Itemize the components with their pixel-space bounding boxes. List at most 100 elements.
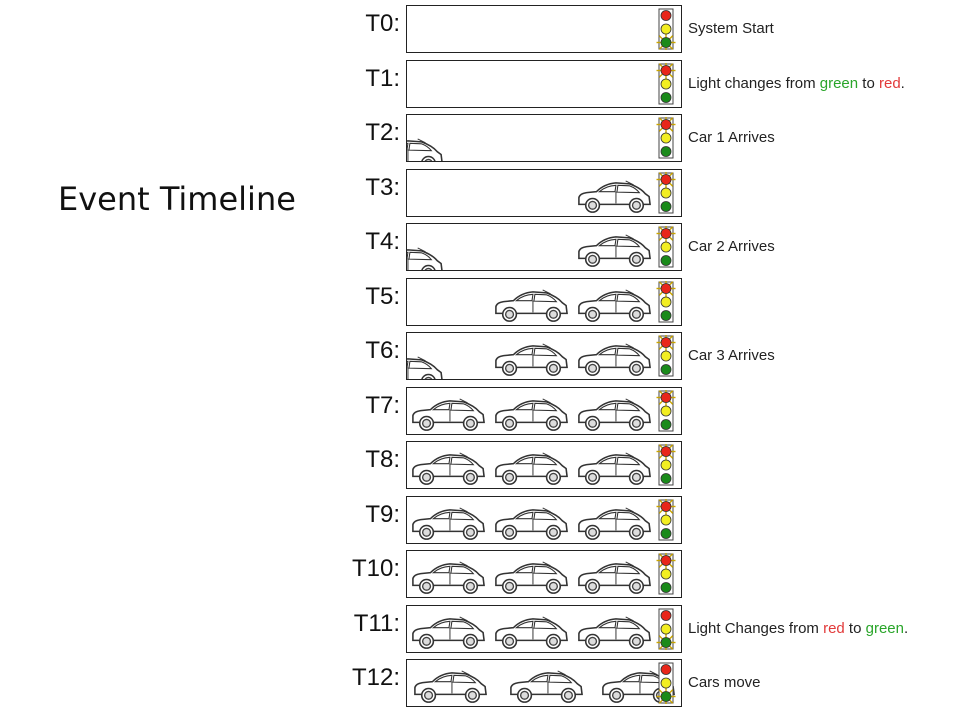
caption-segment: Cars move [688, 674, 761, 691]
car-icon [575, 342, 653, 379]
car-icon [492, 397, 570, 434]
step-caption: Car 1 Arrives [688, 129, 775, 146]
slide-title: Event Timeline [58, 180, 296, 218]
caption-segment: Light Changes from [688, 619, 824, 637]
traffic-light-icon [656, 115, 676, 159]
step-caption: System Start [688, 20, 774, 37]
caption-segment: Car 2 Arrives [688, 238, 775, 255]
car-icon [409, 506, 487, 543]
car-icon [409, 397, 487, 434]
road-lane [406, 277, 682, 326]
step-label: T10: [351, 555, 400, 582]
car-icon [575, 451, 653, 488]
timeline-step: T2: Car 1 Arrives [340, 114, 960, 168]
road-lane [406, 59, 682, 108]
timeline-step: T3: [340, 168, 960, 223]
step-label: T5: [365, 282, 400, 310]
traffic-light-icon [656, 496, 676, 541]
step-label: T2: [365, 119, 400, 146]
traffic-light-icon [656, 60, 676, 105]
timeline-step: T5: [340, 277, 960, 332]
traffic-light-icon [656, 224, 676, 268]
step-label: T6: [365, 337, 400, 364]
road-lane [406, 5, 682, 53]
road-lane [406, 114, 682, 162]
timeline-step: T7: [340, 386, 960, 441]
car-icon [575, 506, 653, 543]
traffic-light-icon [656, 278, 676, 323]
traffic-light-icon [656, 387, 676, 432]
car-icon [575, 397, 653, 434]
car-icon [492, 615, 570, 652]
road-lane [406, 659, 682, 707]
traffic-light-icon [656, 442, 676, 486]
step-label: T11: [353, 609, 400, 637]
caption-segment: Light changes from [688, 74, 820, 92]
car-icon [575, 560, 653, 597]
traffic-light-icon [656, 662, 676, 706]
car-icon [575, 288, 653, 325]
caption-segment: . [900, 74, 905, 92]
caption-segment: green [819, 74, 859, 92]
timeline-step: T8: [340, 441, 960, 495]
step-caption: Light changes from green to red. [688, 75, 905, 92]
step-label: T1: [365, 64, 400, 92]
step-label: T12: [351, 664, 400, 691]
step-label: T9: [365, 500, 400, 528]
car-icon [407, 355, 445, 379]
car-icon [407, 137, 445, 161]
caption-segment: . [904, 619, 909, 637]
step-label: T8: [365, 446, 400, 473]
step-label: T0: [365, 10, 400, 37]
traffic-light-icon [656, 551, 676, 595]
car-icon [575, 233, 653, 270]
timeline-step: T10: [340, 550, 960, 604]
car-icon [411, 669, 489, 706]
timeline-step: T4: Car 2 Arrives [340, 223, 960, 277]
car-icon [492, 288, 570, 325]
timeline-step: T11: Light Changes from red to green. [340, 604, 960, 659]
step-caption: Car 2 Arrives [688, 238, 775, 255]
road-lane [406, 168, 682, 217]
traffic-light-icon [656, 8, 676, 52]
car-icon [575, 179, 653, 216]
caption-segment: to [858, 74, 879, 92]
car-icon [492, 560, 570, 597]
step-caption: Light Changes from red to green. [688, 620, 908, 637]
road-lane [406, 550, 682, 598]
road-lane [406, 223, 682, 271]
car-icon [409, 451, 487, 488]
car-icon [492, 342, 570, 379]
traffic-light-icon [656, 169, 676, 214]
timeline-step: T0: System Start [340, 5, 960, 59]
car-icon [507, 669, 585, 706]
car-icon [409, 560, 487, 597]
timeline-step: T1: Light changes from green to red. [340, 59, 960, 114]
caption-segment: red [878, 74, 901, 92]
car-icon [575, 615, 653, 652]
road-lane [406, 332, 682, 380]
road-lane [406, 495, 682, 544]
caption-segment: to [844, 619, 866, 637]
caption-segment: green [865, 619, 904, 637]
step-caption: Car 3 Arrives [688, 347, 775, 364]
step-label: T7: [365, 391, 400, 419]
step-label: T3: [365, 173, 400, 201]
caption-segment: System Start [688, 20, 774, 37]
caption-segment: Car 1 Arrives [688, 129, 775, 146]
road-lane [406, 441, 682, 489]
car-icon [407, 246, 445, 270]
step-label: T4: [365, 228, 400, 255]
car-icon [409, 615, 487, 652]
traffic-light-icon [656, 333, 676, 377]
road-lane [406, 604, 682, 653]
car-icon [492, 451, 570, 488]
caption-segment: red [823, 619, 845, 637]
caption-segment: Car 3 Arrives [688, 347, 775, 364]
road-lane [406, 386, 682, 435]
timeline-step: T12: Cars move [340, 659, 960, 713]
timeline-step: T6: Car 3 Arrives [340, 332, 960, 386]
traffic-light-icon [656, 608, 676, 652]
timeline-step: T9: [340, 495, 960, 550]
